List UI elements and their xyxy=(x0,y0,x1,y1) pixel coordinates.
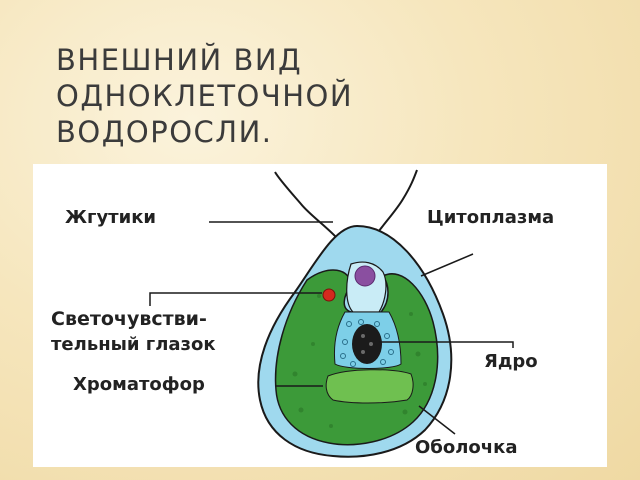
label-membrane: Оболочка xyxy=(415,437,518,458)
title-line-1: ВНЕШНИЙ ВИД xyxy=(56,43,303,77)
label-eyespot-line-1: Светочувстви- xyxy=(51,308,207,330)
pyrenoid-band xyxy=(325,369,414,404)
slide-title: ВНЕШНИЙ ВИД ОДНОКЛЕТОЧНОЙ ВОДОРОСЛИ. xyxy=(56,42,516,150)
cell-diagram xyxy=(149,169,514,458)
label-cytoplasm: Цитоплазма xyxy=(427,207,555,228)
label-flagella: Жгутики xyxy=(65,207,157,228)
label-nucleus: Ядро xyxy=(484,351,538,372)
contractile-vacuole xyxy=(354,265,376,287)
chromatophore-grains xyxy=(292,294,427,428)
nucleus xyxy=(352,324,382,364)
label-chromatophore: Хроматофор xyxy=(73,374,205,395)
nucleus-chromatin xyxy=(361,334,373,354)
title-line-3: ВОДОРОСЛИ. xyxy=(56,115,273,149)
label-eyespot-line-2: тельный глазок xyxy=(51,334,216,355)
eyespot xyxy=(322,288,336,302)
cell-diagram-figure: Жгутики Цитоплазма Светочувстви- тельный… xyxy=(33,164,607,467)
leader-lines xyxy=(149,221,514,435)
cytoplasm-dots xyxy=(340,319,394,367)
title-line-2: ОДНОКЛЕТОЧНОЙ xyxy=(56,79,354,113)
